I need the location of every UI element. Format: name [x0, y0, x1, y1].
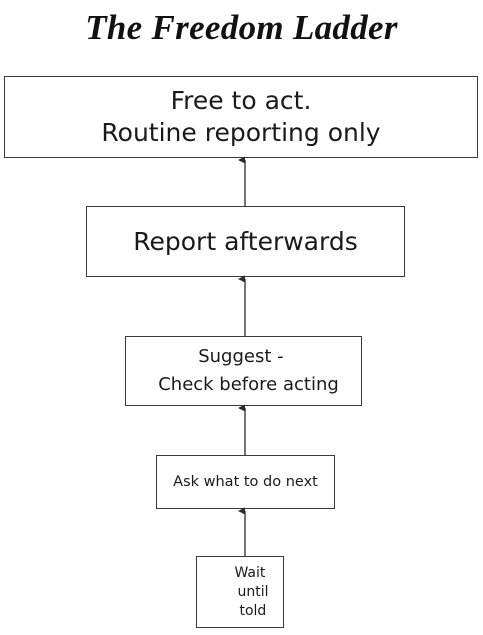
ladder-step-ask-what-next: Ask what to do next: [156, 455, 335, 509]
step-text-line: told: [239, 602, 267, 619]
step-text-line: Wait: [234, 564, 266, 581]
step-text-line: Suggest -: [198, 346, 284, 367]
step-text-line: Free to act.: [170, 86, 312, 115]
ladder-step-wait-until-told: Wait until told: [196, 556, 284, 628]
step-text-line: Ask what to do next: [173, 474, 318, 490]
diagram-title: The Freedom Ladder: [85, 8, 398, 47]
step-text-line: Report afterwards: [133, 226, 358, 256]
ladder-step-report-afterwards: Report afterwards: [86, 206, 405, 277]
step-text-line: Routine reporting only: [101, 118, 381, 147]
step-text-line: Check before acting: [158, 374, 339, 395]
ladder-step-free-to-act: Free to act. Routine reporting only: [4, 76, 478, 158]
step-text-line: until: [237, 583, 269, 600]
